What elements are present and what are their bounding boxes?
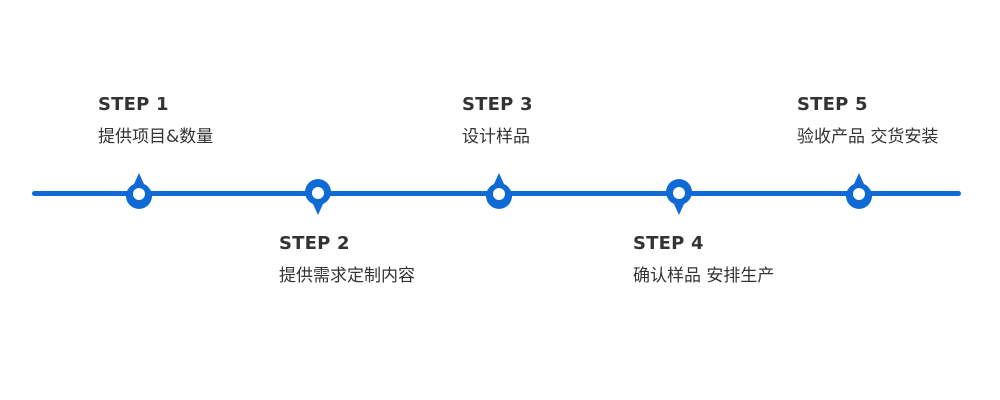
step-title: STEP 1 — [98, 94, 169, 115]
step-title: STEP 4 — [633, 233, 704, 254]
step-description: 验收产品 交货安装 — [797, 127, 939, 147]
step-description: 提供项目&数量 — [98, 127, 214, 147]
step-4: STEP 4 确认样品 安排生产 — [633, 233, 873, 287]
map-pin-down-icon — [302, 172, 334, 218]
step-5: STEP 5 验收产品 交货安装 — [797, 94, 1000, 148]
step-description: 确认样品 安排生产 — [633, 266, 775, 286]
step-description: 设计样品 — [462, 127, 530, 147]
map-pin-down-icon — [663, 172, 695, 218]
map-pin-up-icon — [843, 170, 875, 216]
map-pin-up-icon — [123, 170, 155, 216]
step-2: STEP 2 提供需求定制内容 — [279, 233, 519, 287]
step-1: STEP 1 提供项目&数量 — [98, 94, 338, 148]
step-title: STEP 5 — [797, 94, 868, 115]
step-title: STEP 2 — [279, 233, 350, 254]
step-description: 提供需求定制内容 — [279, 266, 415, 286]
map-pin-up-icon — [483, 170, 515, 216]
step-3: STEP 3 设计样品 — [462, 94, 702, 148]
step-title: STEP 3 — [462, 94, 533, 115]
